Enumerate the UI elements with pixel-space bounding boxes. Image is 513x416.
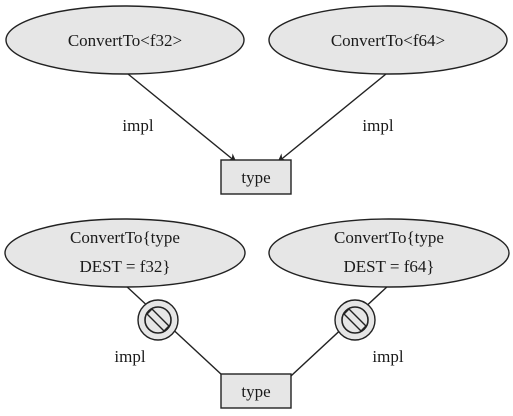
bottom-left-edge-label: impl [114,347,145,366]
right-prohibited-icon [334,299,376,341]
bottom-type-box: type [220,373,292,409]
bottom-right-edge-label: impl [372,347,403,366]
bottom-type-label: type [241,382,270,401]
top-left-node-label: ConvertTo<f32> [68,31,182,50]
bottom-left-node-line2: DEST = f32} [79,257,170,276]
top-right-node-label: ConvertTo<f64> [331,31,445,50]
left-prohibited-icon [137,299,179,341]
bottom-right-node: ConvertTo{type DEST = f64} [268,218,510,288]
bottom-left-node: ConvertTo{type DEST = f32} [4,218,246,288]
bottom-diagram: ConvertTo{type DEST = f32} ConvertTo{typ… [4,218,510,409]
bottom-left-node-line1: ConvertTo{type [70,228,180,247]
top-type-label: type [241,168,270,187]
top-diagram: ConvertTo<f32> ConvertTo<f64> impl impl … [5,5,508,195]
bottom-right-node-line1: ConvertTo{type [334,228,444,247]
bottom-right-edge [277,284,390,389]
bottom-left-edge [124,284,237,389]
top-right-edge [277,73,387,163]
top-left-edge-label: impl [122,116,153,135]
bottom-right-node-line2: DEST = f64} [343,257,434,276]
top-right-edge-label: impl [362,116,393,135]
top-type-box: type [220,159,292,195]
top-left-node: ConvertTo<f32> [5,5,245,75]
top-right-node: ConvertTo<f64> [268,5,508,75]
top-left-edge [127,73,237,163]
